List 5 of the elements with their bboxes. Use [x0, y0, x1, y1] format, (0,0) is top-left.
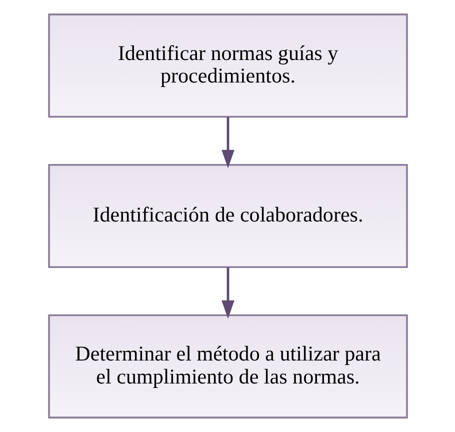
node-box: Identificación de colaboradores.: [48, 164, 408, 268]
arrow: [221, 117, 234, 168]
node-box: Identificar normas guías y procedimientos.: [48, 14, 408, 118]
arrow: [221, 267, 234, 319]
node-box: Determinar el método a utilizar para el cumplimiento de las normas.: [48, 314, 408, 418]
